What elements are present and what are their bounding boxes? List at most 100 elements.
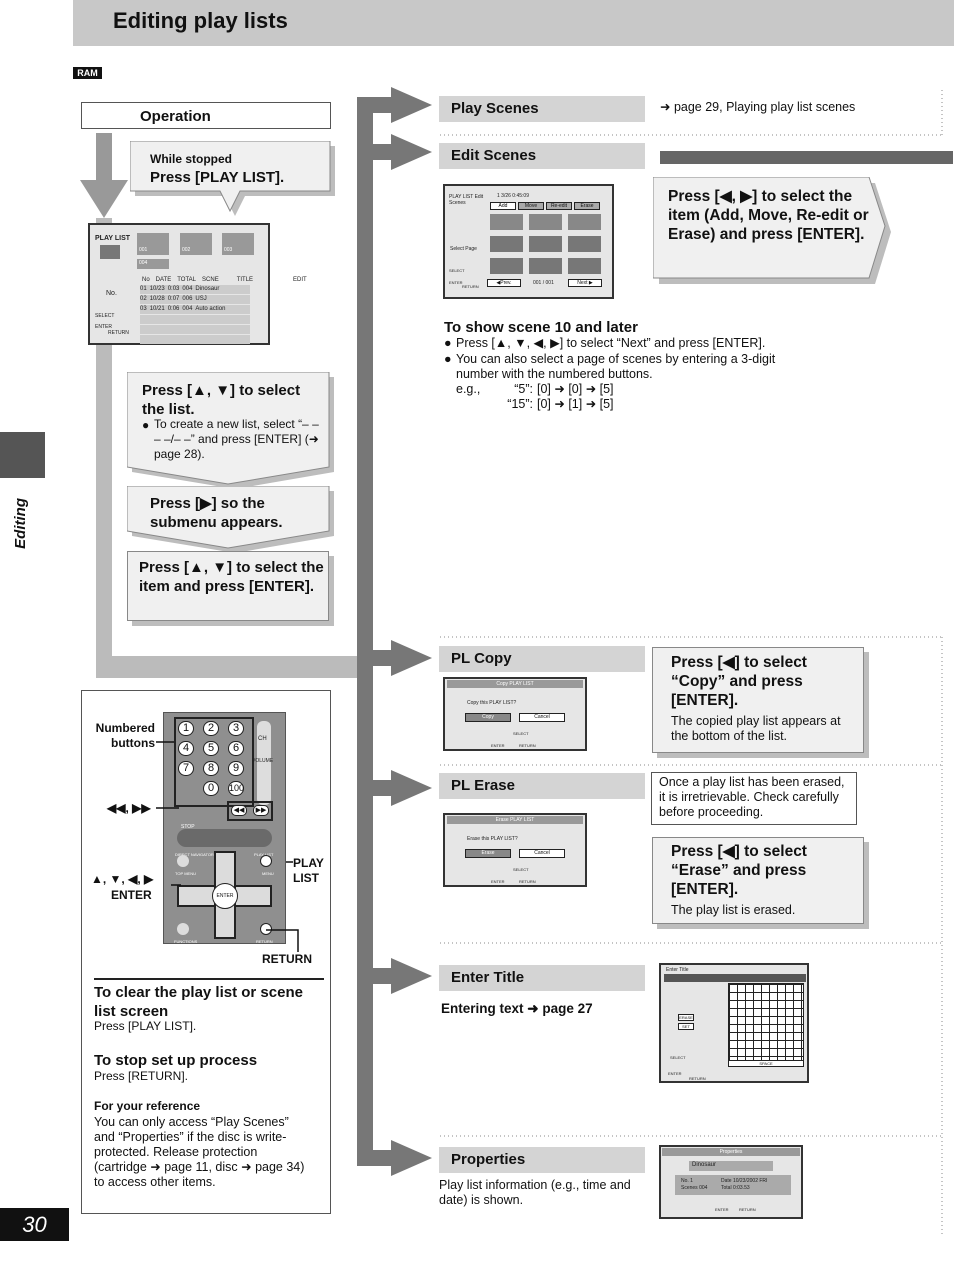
- key-6-button[interactable]: 6: [228, 741, 244, 756]
- pl-copy-title: PL Copy: [451, 650, 512, 667]
- tab-move[interactable]: Move: [518, 202, 544, 210]
- pl-erase-header: PL Erase: [439, 773, 645, 799]
- direct-navigator-label: DIRECT NAVIGATOR: [175, 852, 214, 857]
- skip-forward-button[interactable]: ▶▶: [253, 805, 269, 816]
- stop-body: Press [RETURN].: [94, 1069, 189, 1083]
- thumb: 002: [180, 233, 212, 255]
- clear-title: To clear the play list or scene list scr…: [94, 984, 303, 1020]
- edit-tabs: Add Move Re-edit Erase: [490, 202, 600, 210]
- enter-label: ENTER: [491, 879, 505, 884]
- ram-badge: RAM: [73, 67, 102, 79]
- key-7-button[interactable]: 7: [178, 761, 194, 776]
- thumb: 001: [137, 233, 169, 255]
- ch-label: CH: [258, 736, 267, 742]
- key-100-button[interactable]: 100: [228, 781, 244, 796]
- screen-title: Enter Title: [666, 967, 689, 973]
- divider: [94, 978, 324, 980]
- space-button[interactable]: SPACE: [728, 1060, 804, 1067]
- enter-button[interactable]: ENTER: [212, 883, 238, 909]
- page-number: 30: [0, 1208, 69, 1241]
- screen-title: Erase PLAY LIST: [447, 816, 583, 824]
- edit-scenes-screen: PLAY LIST Edit Scenes 1 3/26 0:45:09 Add…: [443, 184, 614, 299]
- character-grid[interactable]: [728, 983, 804, 1067]
- arrows-callout: ▲, ▼, ◀, ▶: [91, 872, 154, 886]
- enter-label: ENTER: [668, 1071, 682, 1076]
- enter-label: ENTER: [95, 324, 112, 330]
- tab-re-edit[interactable]: Re-edit: [546, 202, 572, 210]
- key-9-button[interactable]: 9: [228, 761, 244, 776]
- step2-text: Press [▲, ▼] to select the list.: [142, 382, 301, 418]
- pl-erase-note: The play list is erased.: [671, 903, 796, 917]
- step1-bubble: While stopped Press [PLAY LIST].: [130, 141, 335, 216]
- pl-copy-instruction: Press [◀] to select “Copy” and press [EN…: [671, 654, 807, 709]
- erase-warning-text: Once a play list has been erased, it is …: [659, 775, 845, 819]
- key-3-button[interactable]: 3: [228, 721, 244, 736]
- step2-note: To create a new list, select “– – – –/– …: [154, 417, 319, 461]
- screen-info: 1 3/26 0:45:09: [497, 193, 529, 199]
- skip-frame: [227, 801, 273, 821]
- step3-text: Press [▶] so the submenu appears.: [150, 495, 283, 531]
- prev-button[interactable]: ◀Prev.: [487, 279, 521, 287]
- no-label: No.: [106, 290, 117, 297]
- return-label: RETURN: [108, 330, 129, 336]
- volume-label: VOLUME: [252, 758, 274, 764]
- play-scenes-ref: ➜ page 29, Playing play list scenes: [660, 100, 856, 114]
- return-button[interactable]: [260, 923, 272, 935]
- return-label: RETURN: [739, 1207, 756, 1212]
- enter-label: ENTER: [715, 1207, 729, 1212]
- key-5-button[interactable]: 5: [203, 741, 219, 756]
- set-button[interactable]: SET: [678, 1023, 694, 1030]
- properties-info-box: No. 1 Scenes 004 Date 10/23/2002 FRI Tot…: [675, 1175, 791, 1195]
- reference-title: For your reference: [94, 1099, 201, 1113]
- enter-title-title: Enter Title: [451, 969, 525, 986]
- title-input-field[interactable]: [664, 974, 806, 982]
- play-list-callout: PLAY LIST: [293, 856, 324, 885]
- return-label: RETURN: [519, 879, 536, 884]
- numbered-buttons-callout: Numbered buttons: [95, 721, 155, 750]
- stop-title: To stop set up process: [94, 1052, 258, 1069]
- play-list-button[interactable]: [260, 855, 272, 867]
- scene10-bullet-1: Press [▲, ▼, ◀, ▶] to select “Next” and …: [456, 336, 766, 350]
- return-label: RETURN: [519, 743, 536, 748]
- copy-button[interactable]: Copy: [465, 713, 511, 722]
- enter-label: ENTER: [449, 280, 463, 285]
- example1-label: “5”:: [514, 382, 533, 396]
- key-1-button[interactable]: 1: [178, 721, 194, 736]
- erase-warning: Once a play list has been erased, it is …: [651, 772, 857, 825]
- key-8-button[interactable]: 8: [203, 761, 219, 776]
- down-arrow: [80, 133, 128, 218]
- skip-back-button[interactable]: ◀◀: [231, 805, 247, 816]
- step2-bubble: Press [▲, ▼] to select the list. ● To cr…: [127, 372, 334, 489]
- key-0-button[interactable]: 0: [203, 781, 219, 796]
- pl-erase-bubble: Press [◀] to select “Erase” and press [E…: [652, 837, 864, 924]
- functions-button[interactable]: [177, 923, 189, 935]
- direct-navigator-button[interactable]: [177, 855, 189, 867]
- next-button[interactable]: Next ▶: [568, 279, 602, 287]
- pl-erase-instruction: Press [◀] to select “Erase” and press [E…: [671, 843, 807, 898]
- reference-body: You can only access “Play Scenes” and “P…: [94, 1115, 305, 1189]
- thumb: 004: [137, 259, 169, 269]
- cancel-button[interactable]: Cancel: [519, 849, 565, 858]
- screen-title: PLAY LIST: [95, 235, 131, 242]
- transport-buttons[interactable]: [177, 829, 272, 847]
- tab-add[interactable]: Add: [490, 202, 516, 210]
- erase-button[interactable]: ERASE: [678, 1014, 694, 1021]
- property-no: No. 1: [681, 1178, 693, 1184]
- example2: [0] ➜ [1] ➜ [5]: [537, 397, 614, 411]
- key-4-button[interactable]: 4: [178, 741, 194, 756]
- bullet: ●: [444, 336, 452, 350]
- key-2-button[interactable]: 2: [203, 721, 219, 736]
- cancel-button[interactable]: Cancel: [519, 713, 565, 722]
- tab-erase[interactable]: Erase: [574, 202, 600, 210]
- properties-header: Properties: [439, 1147, 645, 1173]
- erase-button[interactable]: Erase: [465, 849, 511, 858]
- ch-volume-rocker[interactable]: [257, 721, 271, 805]
- edit-scenes-title: Edit Scenes: [451, 147, 537, 164]
- enter-title-ref: Entering text ➜ page 27: [441, 1001, 593, 1016]
- property-total: Total 0:03.53: [721, 1185, 750, 1191]
